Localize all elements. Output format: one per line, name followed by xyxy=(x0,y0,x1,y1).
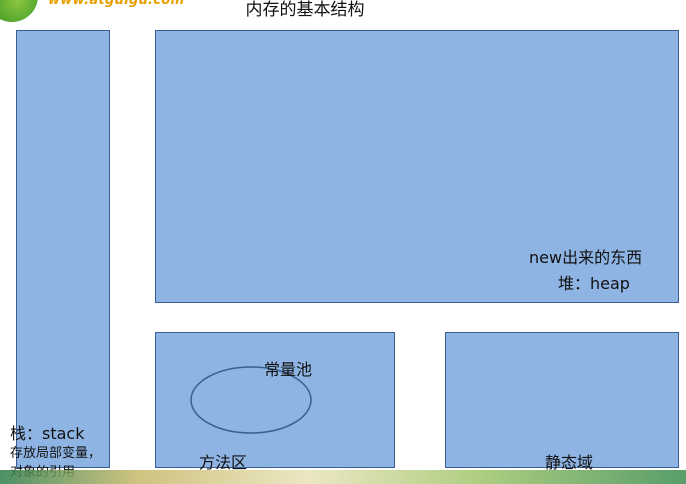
method-area-label: 方法区 xyxy=(199,453,248,472)
stack-region xyxy=(16,30,110,468)
logo-text: www.atguigu.com xyxy=(48,0,185,8)
stack-description-line1: 存放局部变量， xyxy=(10,446,102,461)
method-area-region xyxy=(155,332,395,468)
heap-region xyxy=(155,30,679,303)
constant-pool-label: 常量池 xyxy=(264,360,313,379)
static-area-region xyxy=(445,332,679,468)
constant-pool-ellipse xyxy=(190,366,312,434)
heap-label: 堆：heap xyxy=(558,274,630,293)
footer-decoration xyxy=(0,470,686,484)
diagram-title: 内存的基本结构 xyxy=(245,0,365,20)
heap-note: new出来的东西 xyxy=(529,248,643,267)
stack-label: 栈：stack xyxy=(10,424,85,443)
static-area-label: 静态域 xyxy=(545,453,594,472)
